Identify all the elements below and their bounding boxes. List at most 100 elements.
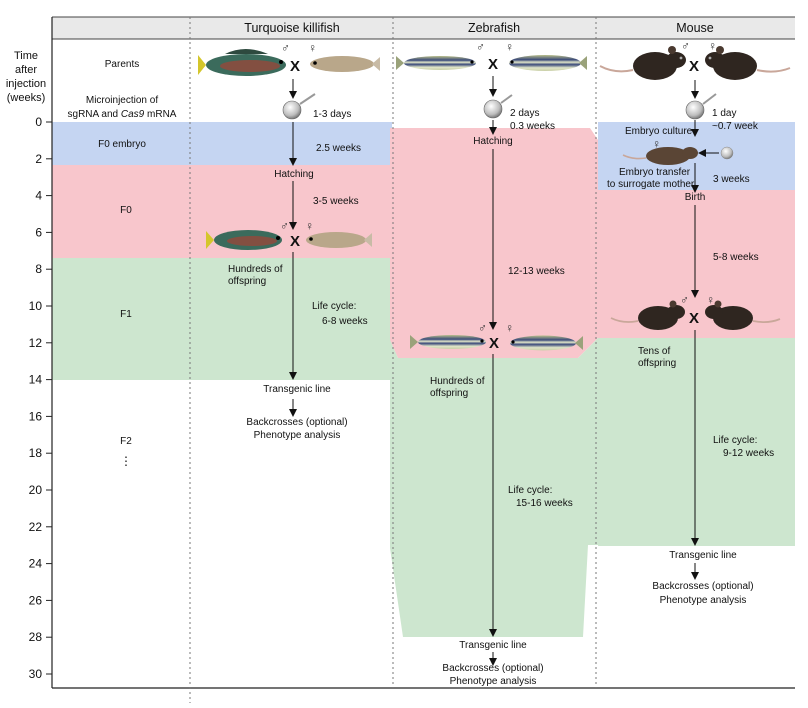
zebrafish-f0-female-symbol: ♀ bbox=[505, 321, 514, 335]
killifish-inj-time: 1-3 days bbox=[313, 109, 351, 120]
mouse-f0-cross: X bbox=[689, 310, 699, 327]
killifish-parent-male-symbol: ♂ bbox=[281, 41, 290, 55]
axis-title-line4: (weeks) bbox=[7, 92, 46, 104]
killifish-parent-female-icon bbox=[310, 56, 380, 72]
zebrafish-phenotype: Phenotype analysis bbox=[450, 676, 537, 687]
zebrafish-parent-female-icon bbox=[509, 55, 587, 71]
mouse-f0-time: 5-8 weeks bbox=[713, 252, 759, 263]
zebrafish-inj-time-l2: 0.3 weeks bbox=[510, 121, 555, 132]
axis-tick-label: 0 bbox=[35, 115, 42, 129]
zebrafish-life-l1: Life cycle: bbox=[508, 485, 552, 496]
zebrafish-f0-band bbox=[390, 128, 598, 358]
mouse-backcross: Backcrosses (optional) bbox=[652, 581, 753, 592]
stage-f0-embryo: F0 embryo bbox=[98, 139, 146, 150]
mouse-life-l2: 9-12 weeks bbox=[723, 448, 774, 459]
killifish-life-l2: 6-8 weeks bbox=[322, 316, 368, 327]
killifish-f0-female-symbol: ♀ bbox=[305, 219, 314, 233]
mouse-birth: Birth bbox=[685, 192, 706, 203]
header-zebrafish: Zebrafish bbox=[468, 21, 520, 35]
killifish-f0-time: 3-5 weeks bbox=[313, 196, 359, 207]
zebrafish-f0-female-icon bbox=[510, 335, 583, 351]
zebrafish-f1-band bbox=[390, 338, 598, 637]
header-mouse: Mouse bbox=[676, 21, 714, 35]
killifish-offspring-l2: offspring bbox=[228, 276, 266, 287]
mouse-parent-female-icon bbox=[705, 46, 791, 80]
mouse-transfer-l2: to surrogate mother bbox=[607, 179, 695, 190]
killifish-parent-male-icon bbox=[198, 49, 286, 76]
killifish-f0-male-symbol: ♂ bbox=[280, 219, 289, 233]
header-bar bbox=[52, 17, 795, 39]
axis-tick-label: 10 bbox=[29, 299, 43, 313]
mouse-culture: Embryo culture bbox=[625, 126, 693, 137]
stage-f1: F1 bbox=[120, 309, 132, 320]
zebrafish-inj-time-l1: 2 days bbox=[510, 108, 539, 119]
mouse-f1-band bbox=[598, 338, 795, 546]
mouse-life-l1: Life cycle: bbox=[713, 435, 757, 446]
killifish-transgenic: Transgenic line bbox=[263, 384, 331, 395]
zebrafish-life-l2: 15-16 weeks bbox=[516, 498, 573, 509]
zebrafish-offspring-l1: Hundreds of bbox=[430, 376, 485, 387]
killifish-f1-band bbox=[52, 258, 392, 380]
stage-f2-dots: ⋮ bbox=[120, 454, 132, 468]
killifish-parent-female-symbol: ♀ bbox=[308, 41, 317, 55]
mouse-transfer-time: 3 weeks bbox=[713, 174, 750, 185]
axis-tick-label: 26 bbox=[29, 593, 43, 607]
killifish-offspring-l1: Hundreds of bbox=[228, 264, 283, 275]
killifish-embryo-icon bbox=[282, 93, 316, 120]
mouse-inj-time-l1: 1 day bbox=[712, 108, 736, 119]
mouse-surrogate-female-symbol: ♀ bbox=[652, 137, 661, 151]
zebrafish-backcross: Backcrosses (optional) bbox=[442, 663, 543, 674]
zebrafish-embryo-icon bbox=[483, 94, 513, 119]
zebrafish-f0-male-symbol: ♂ bbox=[478, 321, 487, 335]
killifish-parent-cross: X bbox=[290, 58, 300, 75]
killifish-embryo-time: 2.5 weeks bbox=[316, 143, 361, 154]
zebrafish-f0-male-icon bbox=[410, 335, 486, 349]
mouse-surrogate-icon bbox=[622, 147, 698, 165]
stage-f2: F2 bbox=[120, 436, 132, 447]
mouse-inj-time-l2: ~0.7 week bbox=[712, 121, 759, 132]
zebrafish-parent-male-icon bbox=[396, 56, 476, 70]
axis-tick-label: 18 bbox=[29, 446, 43, 460]
mouse-parent-female-symbol: ♀ bbox=[708, 39, 717, 53]
killifish-f0-female-icon bbox=[306, 232, 372, 248]
killifish-life-l1: Life cycle: bbox=[312, 301, 356, 312]
zebrafish-hatching: Hatching bbox=[473, 136, 512, 147]
killifish-embryo-band bbox=[52, 122, 392, 165]
killifish-hatching: Hatching bbox=[274, 169, 313, 180]
zebrafish-f0-time: 12-13 weeks bbox=[508, 266, 565, 277]
zebrafish-f0-cross: X bbox=[489, 335, 499, 352]
mouse-offspring-l2: offspring bbox=[638, 358, 676, 369]
mouse-f0-male-symbol: ♂ bbox=[680, 293, 689, 307]
axis-tick-label: 20 bbox=[29, 483, 43, 497]
killifish-f0-male-icon bbox=[206, 230, 282, 250]
axis-tick-label: 6 bbox=[35, 225, 42, 239]
mouse-transgenic: Transgenic line bbox=[669, 550, 737, 561]
mouse-embryo-icon bbox=[685, 93, 717, 120]
mouse-parent-male-symbol: ♂ bbox=[681, 39, 690, 53]
axis-tick-label: 2 bbox=[35, 152, 42, 166]
mouse-transfer-embryo-icon bbox=[720, 146, 734, 160]
mouse-f0-female-icon bbox=[705, 300, 781, 330]
axis-title-line2: after bbox=[15, 64, 37, 76]
stage-microinjection-l1: Microinjection of bbox=[86, 95, 158, 106]
axis-tick-label: 4 bbox=[35, 189, 42, 203]
axis-tick-label: 22 bbox=[29, 520, 43, 534]
axis-tick-label: 12 bbox=[29, 336, 43, 350]
killifish-backcross: Backcrosses (optional) bbox=[246, 417, 347, 428]
header-killifish: Turquoise killifish bbox=[244, 21, 339, 35]
axis-title-line1: Time bbox=[14, 50, 38, 62]
killifish-f0-cross: X bbox=[290, 233, 300, 250]
axis-tick-label: 14 bbox=[29, 373, 43, 387]
axis-title-line3: injection bbox=[6, 78, 46, 90]
axis-tick-label: 16 bbox=[29, 409, 43, 423]
stage-f0: F0 bbox=[120, 205, 132, 216]
mouse-f0-band bbox=[598, 190, 795, 338]
mouse-phenotype: Phenotype analysis bbox=[660, 595, 747, 606]
killifish-phenotype: Phenotype analysis bbox=[254, 430, 341, 441]
zebrafish-parent-female-symbol: ♀ bbox=[505, 40, 514, 54]
axis-tick-label: 8 bbox=[35, 262, 42, 276]
mouse-offspring-l1: Tens of bbox=[638, 346, 670, 357]
